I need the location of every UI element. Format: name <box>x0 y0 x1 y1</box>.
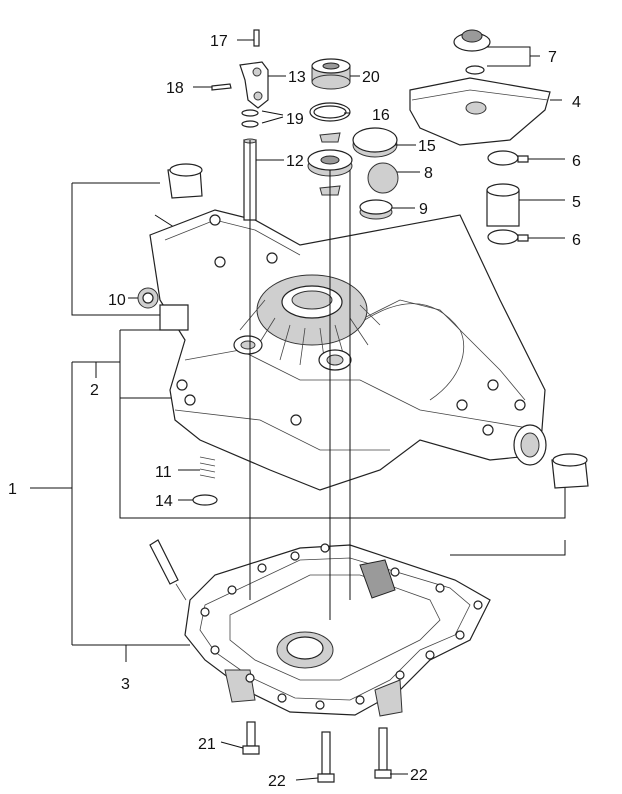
callout-labels: 1 2 3 4 5 6 6 7 8 9 10 11 12 13 14 15 16… <box>8 33 581 790</box>
upper-case-housing <box>149 209 547 491</box>
leader-lines <box>128 39 565 781</box>
callout-17: 17 <box>210 33 228 50</box>
callout-16: 16 <box>372 107 390 124</box>
callout-13: 13 <box>288 69 306 86</box>
callout-7: 7 <box>548 49 557 66</box>
callout-22b: 22 <box>410 767 428 784</box>
callout-9: 9 <box>419 201 428 218</box>
callout-3: 3 <box>121 676 130 693</box>
callout-4: 4 <box>572 94 581 111</box>
callout-6a: 6 <box>572 153 581 170</box>
callout-22a: 22 <box>268 773 286 790</box>
callout-11: 11 <box>155 464 172 481</box>
callout-2: 2 <box>90 382 99 399</box>
callout-14: 14 <box>155 493 173 510</box>
assembly-bracket-lines <box>30 182 566 662</box>
callout-18: 18 <box>166 80 184 97</box>
lower-case-housing <box>184 543 491 717</box>
small-parts <box>137 29 589 783</box>
callout-6b: 6 <box>572 232 581 249</box>
callout-12: 12 <box>286 153 304 170</box>
callout-10: 10 <box>108 292 126 309</box>
callout-5: 5 <box>572 194 581 211</box>
callout-21: 21 <box>198 736 216 753</box>
callout-15: 15 <box>418 138 436 155</box>
callout-1: 1 <box>8 481 17 498</box>
callout-19: 19 <box>286 111 304 128</box>
callout-8: 8 <box>424 165 433 182</box>
callout-20: 20 <box>362 69 380 86</box>
